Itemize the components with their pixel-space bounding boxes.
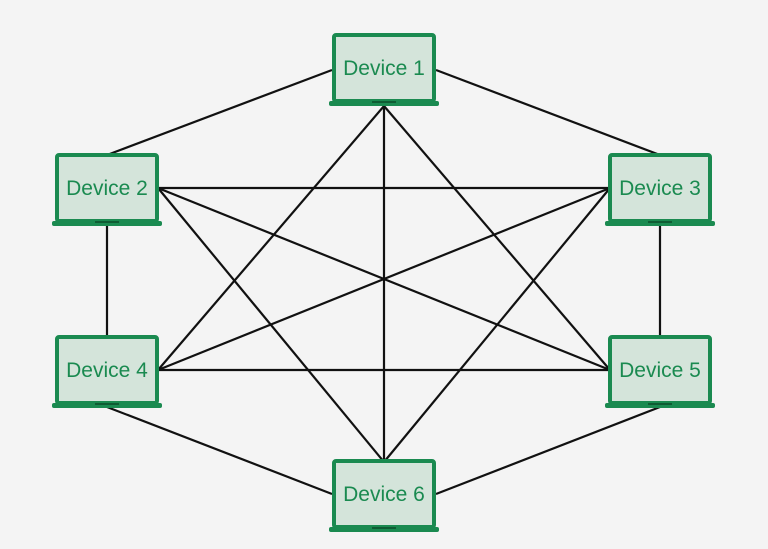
device-node-5[interactable]: Device 5 — [605, 335, 715, 408]
device-label: Device 5 — [619, 359, 701, 382]
laptop-icon — [329, 33, 439, 106]
laptop-notch — [648, 403, 672, 405]
laptop-base — [52, 403, 162, 408]
device-label: Device 1 — [343, 57, 425, 80]
connection-line-d1-d2 — [106, 68, 333, 157]
laptop-icon — [52, 153, 162, 226]
connection-line-d1-d4 — [157, 105, 385, 371]
connection-line-d1-d3 — [435, 68, 661, 157]
laptop-base — [329, 101, 439, 106]
device-label: Device 6 — [343, 483, 425, 506]
connection-line-d3-d4 — [157, 186, 611, 372]
laptop-base — [605, 221, 715, 226]
laptop-icon — [329, 459, 439, 532]
connection-line-d5-d6 — [435, 405, 661, 496]
device-label: Device 2 — [66, 177, 148, 200]
device-label: Device 3 — [619, 177, 701, 200]
device-node-3[interactable]: Device 3 — [605, 153, 715, 226]
connection-lines — [105, 68, 662, 496]
laptop-icon — [605, 153, 715, 226]
laptop-base — [52, 221, 162, 226]
connection-line-d4-d6 — [106, 405, 333, 496]
laptop-notch — [95, 403, 119, 405]
device-node-6[interactable]: Device 6 — [329, 459, 439, 532]
laptop-base — [329, 527, 439, 532]
laptop-icon — [52, 335, 162, 408]
connection-line-d1-d5 — [383, 105, 611, 371]
laptop-notch — [372, 527, 396, 529]
laptop-icon — [605, 335, 715, 408]
device-node-1[interactable]: Device 1 — [329, 33, 439, 106]
laptop-notch — [95, 221, 119, 223]
connection-line-d3-d6 — [383, 187, 611, 463]
laptop-notch — [648, 221, 672, 223]
laptop-notch — [372, 101, 396, 103]
device-nodes: Device 1 Device 2 Device 3 Device 4 Device 5… — [52, 33, 715, 532]
device-node-2[interactable]: Device 2 — [52, 153, 162, 226]
laptop-base — [605, 403, 715, 408]
device-node-4[interactable]: Device 4 — [52, 335, 162, 408]
device-label: Device 4 — [66, 359, 148, 382]
